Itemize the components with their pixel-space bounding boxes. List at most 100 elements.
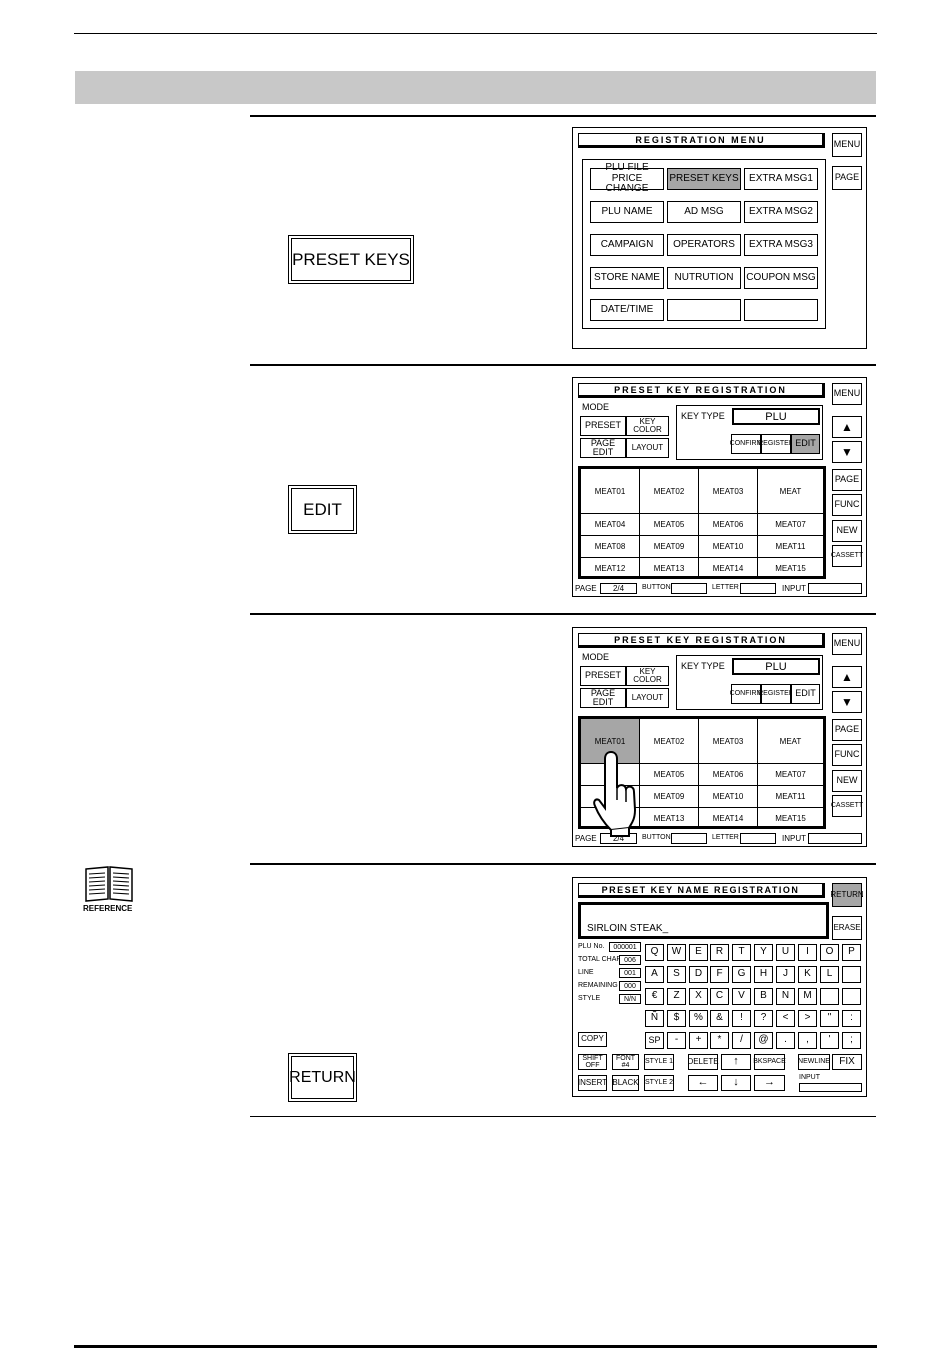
- side-button-1[interactable]: MENU: [832, 633, 862, 655]
- keyboard-key[interactable]: [842, 988, 861, 1005]
- keyboard-fix-button[interactable]: FIX: [832, 1054, 862, 1070]
- keyboard-copy-button[interactable]: COPY: [578, 1032, 607, 1047]
- action-button-2[interactable]: REGISTER: [758, 684, 794, 704]
- keyboard-font-button[interactable]: FONT #4: [612, 1054, 639, 1070]
- input-field[interactable]: [799, 1083, 862, 1092]
- keyboard-key[interactable]: [820, 988, 839, 1005]
- preset-key-cell[interactable]: MEAT: [758, 469, 823, 514]
- keyboard-key[interactable]: SP: [645, 1032, 664, 1049]
- keyboard-key[interactable]: T: [732, 944, 751, 961]
- keyboard-key[interactable]: .: [776, 1032, 795, 1049]
- keyboard-key[interactable]: !: [732, 1010, 751, 1027]
- action-button-3[interactable]: EDIT: [791, 684, 820, 704]
- side-button-3[interactable]: ▼: [832, 691, 862, 713]
- side-button-6[interactable]: NEW: [832, 770, 862, 792]
- mode-button-3[interactable]: PAGE EDIT: [580, 688, 626, 708]
- preset-key-cell[interactable]: MEAT09: [640, 786, 699, 808]
- keyboard-key[interactable]: N: [776, 988, 795, 1005]
- menu-item-15[interactable]: [744, 299, 818, 321]
- keyboard-key[interactable]: -: [667, 1032, 686, 1049]
- menu-button[interactable]: MENU: [832, 133, 862, 157]
- side-button-5[interactable]: FUNC: [832, 744, 862, 766]
- keyboard-newline-button[interactable]: NEWLINE: [798, 1054, 830, 1070]
- preset-key-cell[interactable]: MEAT05: [640, 764, 699, 786]
- keyboard-key[interactable]: K: [798, 966, 817, 983]
- return-key[interactable]: RETURN: [288, 1053, 357, 1102]
- keyboard-down-button[interactable]: ↓: [721, 1075, 751, 1091]
- side-button-4[interactable]: PAGE: [832, 469, 862, 491]
- keyboard-key[interactable]: R: [710, 944, 729, 961]
- preset-key-cell[interactable]: MEAT02: [640, 719, 699, 764]
- keyboard-key[interactable]: %: [689, 1010, 708, 1027]
- mode-button-3[interactable]: PAGE EDIT: [580, 438, 626, 458]
- keyboard-key[interactable]: ;: [842, 1032, 861, 1049]
- side-button-7[interactable]: CASSETT: [831, 545, 863, 567]
- side-button-4[interactable]: PAGE: [832, 719, 862, 741]
- keyboard-key[interactable]: P: [842, 944, 861, 961]
- menu-item-13[interactable]: DATE/TIME: [590, 299, 664, 321]
- action-button-3[interactable]: EDIT: [791, 434, 820, 454]
- keyboard-key[interactable]: E: [689, 944, 708, 961]
- keyboard-key[interactable]: I: [798, 944, 817, 961]
- preset-key-cell[interactable]: MEAT13: [640, 808, 699, 829]
- keyboard-key[interactable]: B: [754, 988, 773, 1005]
- preset-key-cell[interactable]: MEAT15: [775, 564, 806, 573]
- preset-key-cell[interactable]: MEAT07: [758, 514, 823, 536]
- erase-button[interactable]: ERASE: [832, 916, 862, 940]
- menu-item-10[interactable]: STORE NAME: [590, 267, 664, 289]
- preset-keys-key[interactable]: PRESET KEYS: [288, 235, 414, 284]
- preset-key-cell[interactable]: MEAT14: [699, 558, 758, 579]
- keyboard-key[interactable]: <: [776, 1010, 795, 1027]
- preset-key-cell[interactable]: MEAT03: [699, 719, 758, 764]
- preset-key-cell[interactable]: MEAT01: [581, 719, 640, 764]
- preset-key-cell[interactable]: MEAT: [758, 719, 823, 764]
- keyboard-key[interactable]: H: [754, 966, 773, 983]
- keyboard-key[interactable]: W: [667, 944, 686, 961]
- menu-item-7[interactable]: CAMPAIGN: [590, 234, 664, 256]
- menu-item-3[interactable]: EXTRA MSG1: [744, 168, 818, 190]
- keyboard-key[interactable]: Y: [754, 944, 773, 961]
- menu-item-5[interactable]: AD MSG: [667, 201, 741, 223]
- mode-button-2[interactable]: KEY COLOR: [626, 666, 669, 686]
- side-button-7[interactable]: CASSETT: [831, 795, 863, 817]
- keyboard-key[interactable]: U: [776, 944, 795, 961]
- preset-key-cell[interactable]: MEAT06: [699, 764, 758, 786]
- keyboard-key[interactable]: A: [645, 966, 664, 983]
- side-button-6[interactable]: NEW: [832, 520, 862, 542]
- keyboard-key[interactable]: G: [732, 966, 751, 983]
- keyboard-key[interactable]: $: [667, 1010, 686, 1027]
- keyboard-key[interactable]: :: [842, 1010, 861, 1027]
- keyboard-key[interactable]: &: [710, 1010, 729, 1027]
- side-button-1[interactable]: MENU: [832, 383, 862, 405]
- preset-key-cell[interactable]: MEAT06: [699, 514, 758, 536]
- keyboard-bkspace-button[interactable]: BKSPACE: [753, 1054, 786, 1070]
- keyboard-delete-button[interactable]: DELETE: [687, 1054, 719, 1070]
- page-button[interactable]: PAGE: [832, 166, 862, 190]
- mode-button-1[interactable]: PRESET: [580, 666, 626, 686]
- preset-key-cell[interactable]: MEAT02: [640, 469, 699, 514]
- mode-button-4[interactable]: LAYOUT: [626, 688, 669, 708]
- action-button-1[interactable]: CONFIRM: [730, 434, 762, 454]
- keyboard-style1-button[interactable]: STYLE 1: [644, 1054, 674, 1070]
- preset-key-cell[interactable]: MEAT15: [775, 814, 806, 823]
- keyboard-key[interactable]: ": [820, 1010, 839, 1027]
- mode-button-2[interactable]: KEY COLOR: [626, 416, 669, 436]
- keyboard-black-button[interactable]: BLACK: [612, 1075, 639, 1091]
- preset-key-cell[interactable]: MEAT14: [699, 808, 758, 829]
- keyboard-key[interactable]: >: [798, 1010, 817, 1027]
- side-button-2[interactable]: ▲: [832, 666, 862, 688]
- keyboard-key[interactable]: ': [820, 1032, 839, 1049]
- action-button-1[interactable]: CONFIRM: [730, 684, 762, 704]
- keyboard-key[interactable]: M: [798, 988, 817, 1005]
- menu-item-9[interactable]: EXTRA MSG3: [744, 234, 818, 256]
- keyboard-key[interactable]: [842, 966, 861, 983]
- preset-key-cell[interactable]: MEAT10: [699, 786, 758, 808]
- keyboard-key[interactable]: ,: [798, 1032, 817, 1049]
- menu-item-6[interactable]: EXTRA MSG2: [744, 201, 818, 223]
- preset-key-cell[interactable]: MEAT13: [640, 558, 699, 579]
- keyboard-right-button[interactable]: →: [754, 1075, 785, 1091]
- keyboard-insert-button[interactable]: INSERT: [578, 1075, 607, 1091]
- menu-item-1[interactable]: PLU FILE PRICE CHANGE: [590, 163, 664, 194]
- keyboard-key[interactable]: *: [710, 1032, 729, 1049]
- keyboard-key[interactable]: @: [754, 1032, 773, 1049]
